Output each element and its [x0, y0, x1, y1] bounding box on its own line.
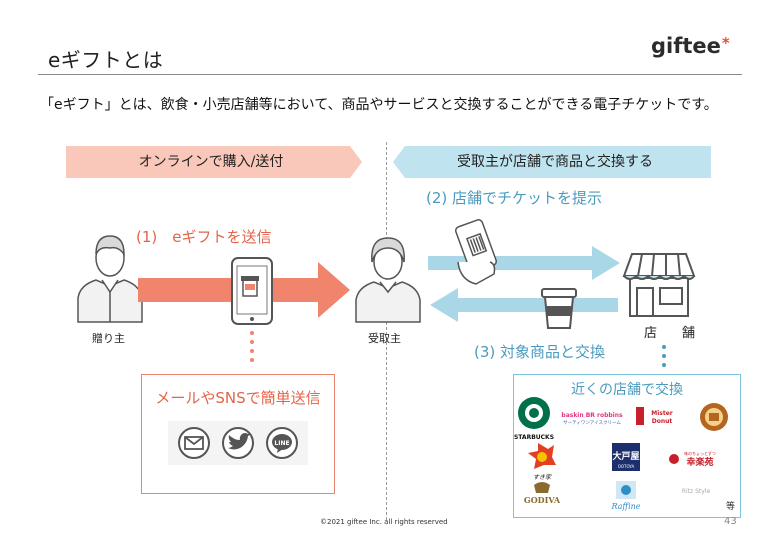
mail-connector-dots — [250, 331, 254, 362]
twitter-icon — [222, 427, 254, 459]
intro-text: 「eギフト」とは、飲食・小売店舗等において、商品やサービスと交換することができる… — [40, 97, 718, 113]
godiva-logo: GODIVA — [524, 482, 561, 505]
svg-text:Donut: Donut — [652, 418, 673, 425]
raffine-logo: Raffine — [610, 481, 641, 511]
exchange-arrow — [430, 288, 618, 322]
svg-text:OOTOYA: OOTOYA — [618, 464, 635, 469]
mail-box-title: メールやSNSで簡単送信 — [155, 389, 321, 407]
band-left-label: オンラインで購入/送付 — [138, 154, 284, 170]
store-icon — [622, 253, 696, 317]
band-store-exchange: 受取主が店舗で商品と交換する — [393, 146, 711, 178]
page-title: eギフトとは — [48, 48, 164, 72]
step-send-label: (1) eギフトを送信 — [136, 228, 272, 246]
band-online-purchase: オンラインで購入/送付 — [66, 146, 362, 178]
mister-donut-logo: Mister Donut — [636, 407, 673, 425]
cafe-seal-logo — [700, 403, 728, 431]
shop-connector-dots — [662, 345, 666, 367]
baskin-robbins-logo: baskin BR robbins サーティワンアイスクリーム — [561, 412, 623, 426]
mail-sns-box: メールやSNSで簡単送信 LINE — [141, 374, 335, 494]
logo-star: * — [721, 34, 730, 52]
svg-text:baskin BR robbins: baskin BR robbins — [561, 412, 623, 419]
sns-icons: LINE — [168, 421, 308, 465]
hand-phone-icon — [455, 219, 497, 285]
etc-label: 等 — [726, 502, 736, 512]
kourakuen-logo: 味のちょっとずつ 幸楽苑 — [669, 450, 716, 468]
sender-label: 贈り主 — [92, 332, 125, 345]
svg-text:味のちょっとずつ: 味のちょっとずつ — [684, 450, 716, 456]
store-label: 店 舗 — [644, 326, 702, 341]
shop-box-title: 近くの店舗で交換 — [571, 382, 683, 398]
band-right-shape — [393, 146, 711, 178]
svg-text:大戸屋: 大戸屋 — [612, 450, 639, 462]
svg-text:Mister: Mister — [651, 410, 673, 417]
logo-text: giftee — [651, 34, 721, 58]
receiver-label: 受取主 — [368, 332, 401, 345]
band-right-label: 受取主が店舗で商品と交換する — [457, 154, 653, 170]
svg-text:すき家: すき家 — [533, 473, 552, 481]
step-exchange-label: (3) 対象商品と交換 — [474, 343, 606, 361]
svg-text:サーティワンアイスクリーム: サーティワンアイスクリーム — [563, 420, 621, 426]
svg-text:幸楽苑: 幸楽苑 — [686, 456, 713, 468]
receiver-person-icon — [355, 237, 421, 323]
mail-icon — [178, 427, 210, 459]
header-rule — [38, 74, 742, 75]
svg-text:Ritz Style: Ritz Style — [682, 488, 711, 495]
giftee-logo: giftee* — [651, 34, 730, 58]
step-present-label: (2) 店舗でチケットを提示 — [426, 189, 603, 207]
svg-text:Raffine: Raffine — [610, 502, 640, 511]
style-logo: Ritz Style — [682, 488, 711, 495]
page-number: 43 — [724, 516, 737, 527]
brand-logos: STARBUCKS baskin BR robbins サーティワンアイスクリー… — [514, 397, 728, 511]
starbucks-logo: STARBUCKS — [514, 397, 554, 441]
phone-icon — [231, 257, 273, 325]
sender-person-icon — [77, 235, 143, 323]
copyright-footer: ©2021 giftee Inc. all rights reserved — [320, 518, 448, 526]
phase-divider — [386, 142, 387, 520]
line-icon: LINE — [266, 427, 298, 459]
sukiya-logo: すき家 — [528, 443, 556, 481]
svg-text:GODIVA: GODIVA — [524, 495, 561, 505]
svg-text:STARBUCKS: STARBUCKS — [514, 434, 554, 441]
present-arrow — [428, 246, 620, 280]
coffee-cup-icon — [541, 288, 577, 329]
band-left-shape — [66, 146, 362, 178]
ootoya-logo: 大戸屋 OOTOYA — [612, 443, 640, 471]
svg-text:LINE: LINE — [274, 440, 289, 447]
nearby-stores-box: 近くの店舗で交換 STARBUCKS baskin BR robbins サーテ… — [513, 374, 741, 518]
